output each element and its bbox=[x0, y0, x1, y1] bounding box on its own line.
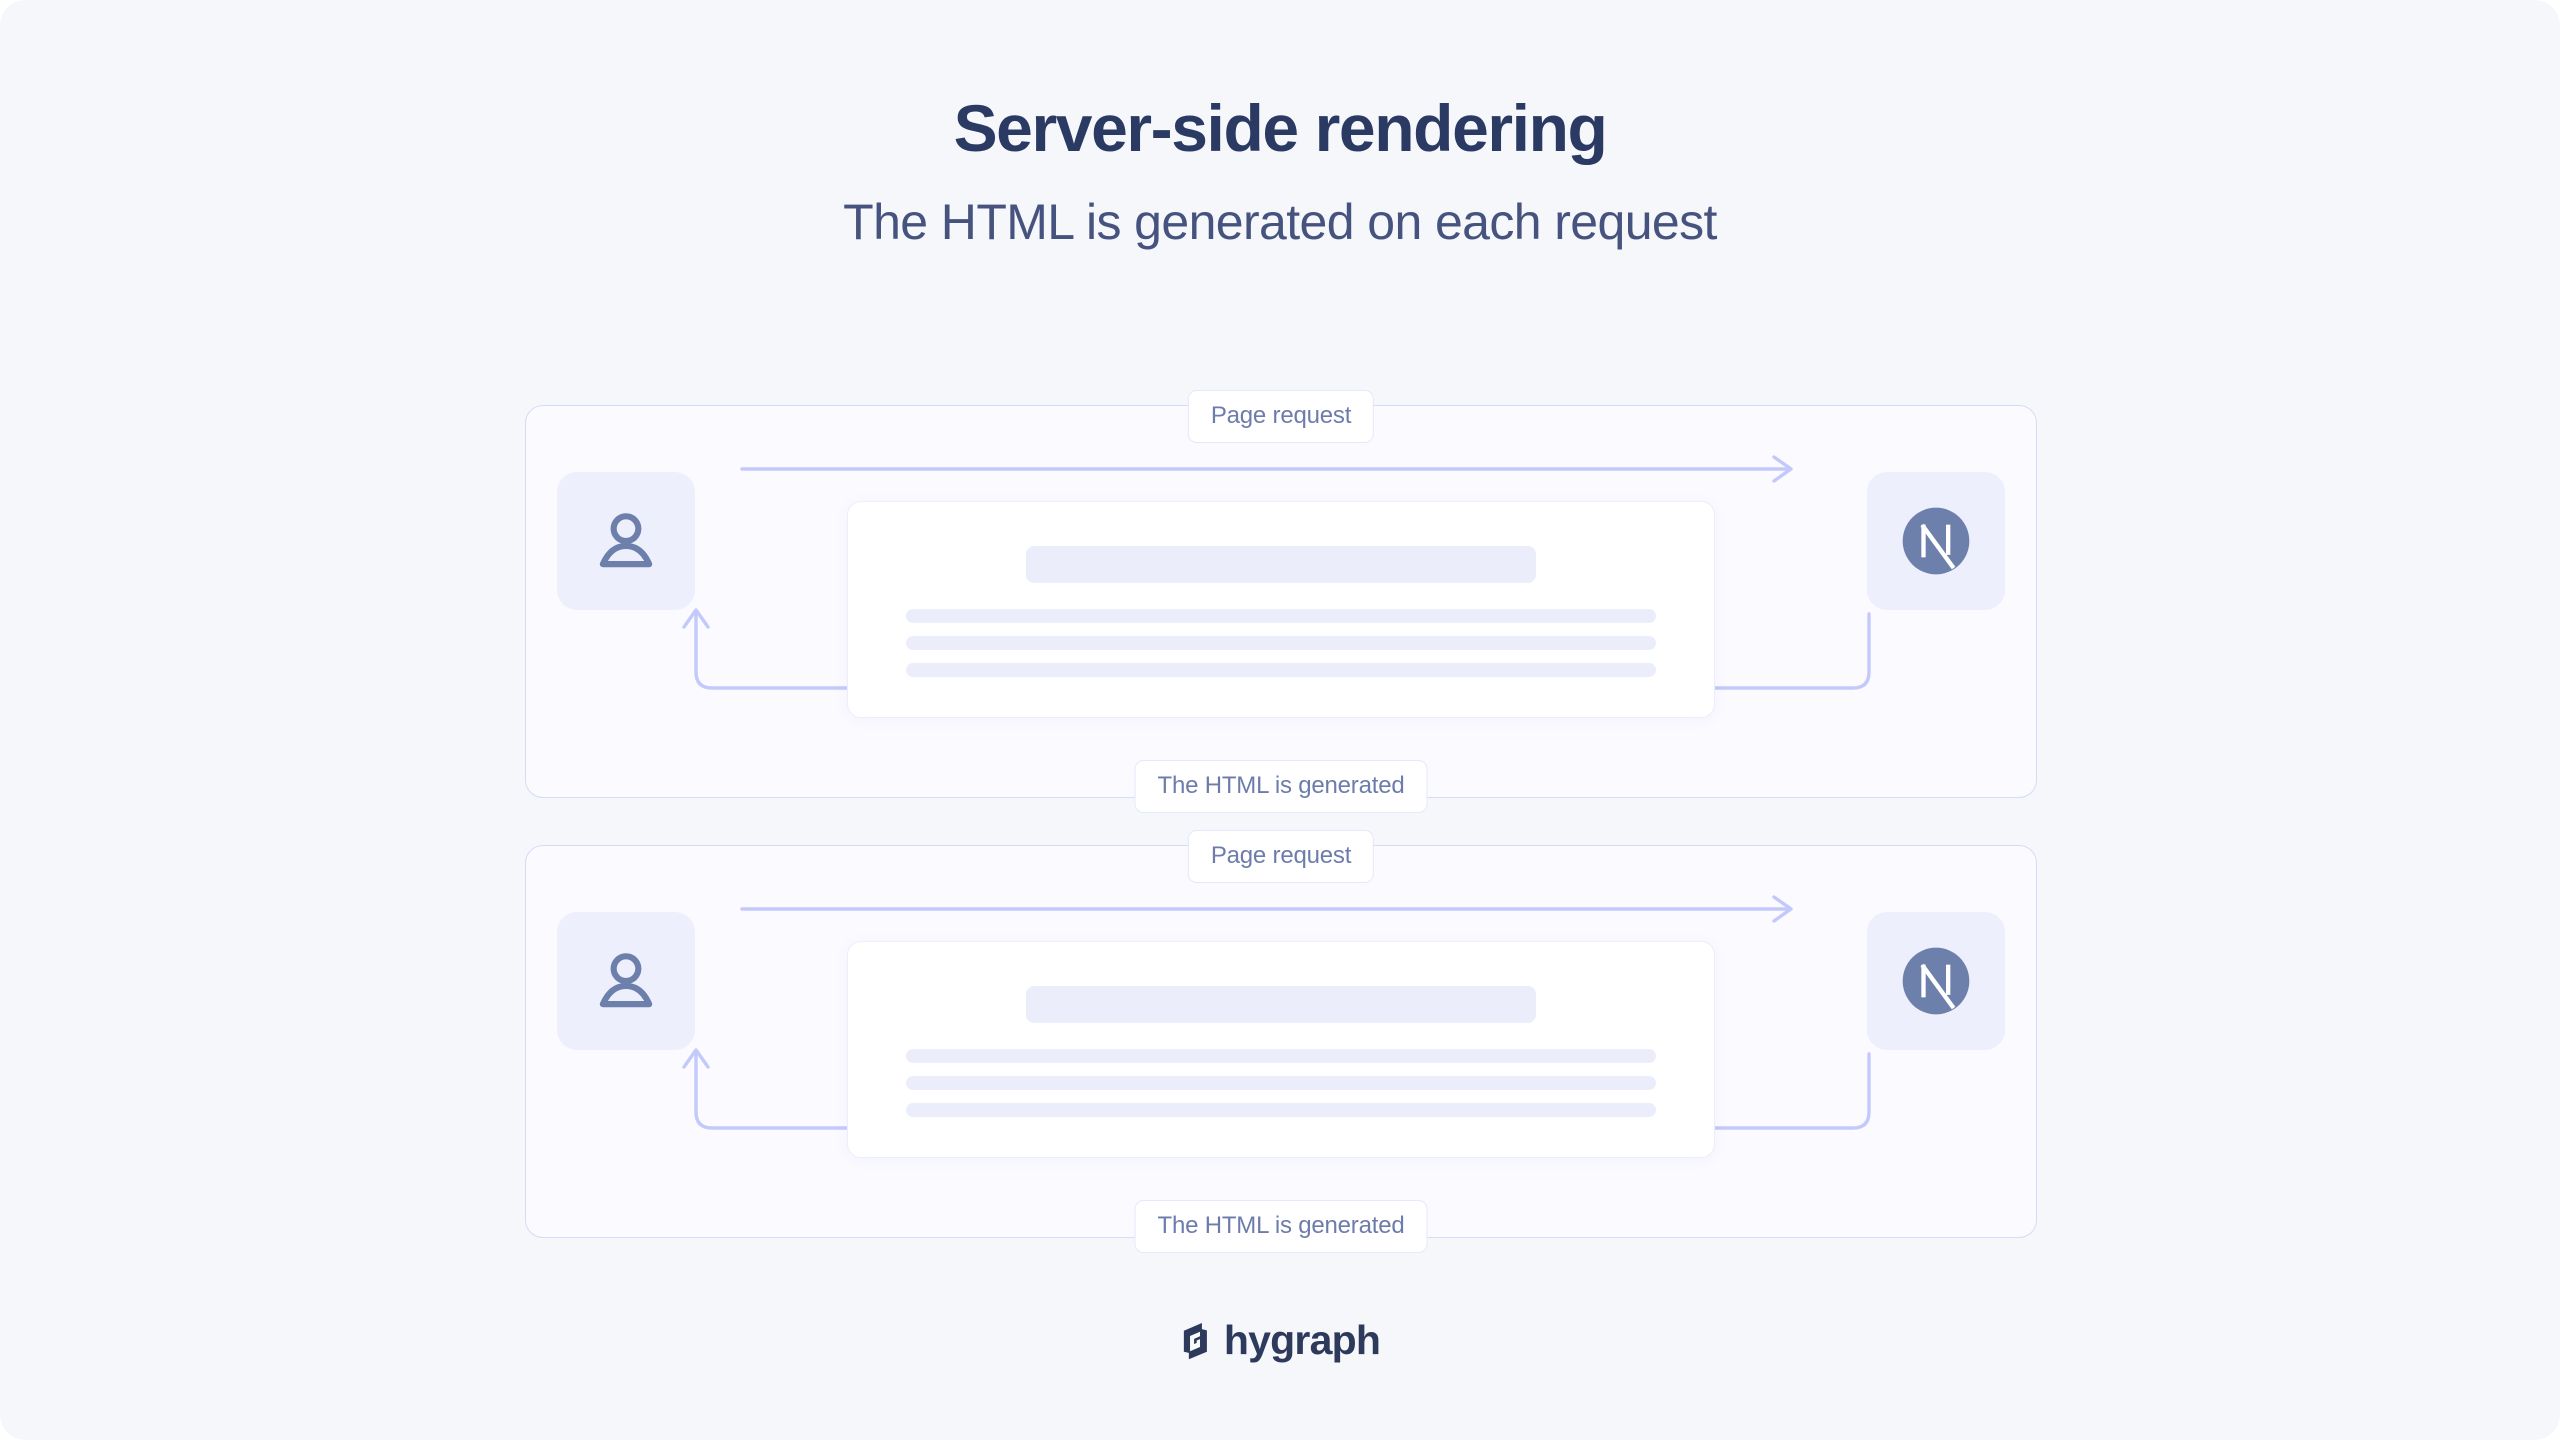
skeleton-line bbox=[906, 636, 1656, 650]
response-arrow-left-head-1 bbox=[682, 608, 710, 629]
request-cycle-panel-1: Page request The HTML is generated bbox=[525, 390, 2037, 813]
nextjs-logo-icon bbox=[1902, 507, 1970, 575]
skeleton-lines-2 bbox=[906, 1049, 1656, 1117]
response-label-1: The HTML is generated bbox=[1134, 760, 1428, 813]
skeleton-line bbox=[906, 1076, 1656, 1090]
brand-name: hygraph bbox=[1223, 1317, 1381, 1363]
request-arrow-head-2 bbox=[1772, 895, 1793, 923]
skeleton-lines-1 bbox=[906, 609, 1656, 677]
header: Server-side rendering The HTML is genera… bbox=[0, 0, 2560, 250]
response-arrow-left-head-2 bbox=[682, 1048, 710, 1069]
request-label-2: Page request bbox=[1187, 830, 1375, 883]
brand-footer: hygraph bbox=[0, 1320, 2560, 1361]
generated-html-card-2 bbox=[847, 941, 1715, 1158]
request-cycle-panel-2: Page request The HTML is generated bbox=[525, 830, 2037, 1253]
skeleton-line bbox=[906, 1049, 1656, 1063]
response-label-2: The HTML is generated bbox=[1134, 1200, 1428, 1253]
skeleton-line bbox=[906, 1103, 1656, 1117]
request-arrow-head-1 bbox=[1772, 455, 1793, 483]
user-icon bbox=[599, 513, 653, 568]
skeleton-heading-2 bbox=[1026, 986, 1536, 1023]
skeleton-line bbox=[906, 609, 1656, 623]
server-tile-2 bbox=[1867, 912, 2005, 1050]
skeleton-line bbox=[906, 663, 1656, 677]
server-tile-1 bbox=[1867, 472, 2005, 610]
request-label-1: Page request bbox=[1187, 390, 1375, 443]
client-tile-1 bbox=[557, 472, 695, 610]
client-tile-2 bbox=[557, 912, 695, 1050]
hygraph-logo-icon bbox=[1183, 1322, 1207, 1359]
nextjs-logo-icon bbox=[1902, 947, 1970, 1015]
page-title: Server-side rendering bbox=[953, 91, 1608, 165]
generated-html-card-1 bbox=[847, 501, 1715, 718]
page-subtitle: The HTML is generated on each request bbox=[843, 193, 1717, 250]
skeleton-heading-1 bbox=[1026, 546, 1536, 583]
user-icon bbox=[599, 953, 653, 1008]
panel-stack: Page request The HTML is generated bbox=[525, 390, 2037, 1253]
